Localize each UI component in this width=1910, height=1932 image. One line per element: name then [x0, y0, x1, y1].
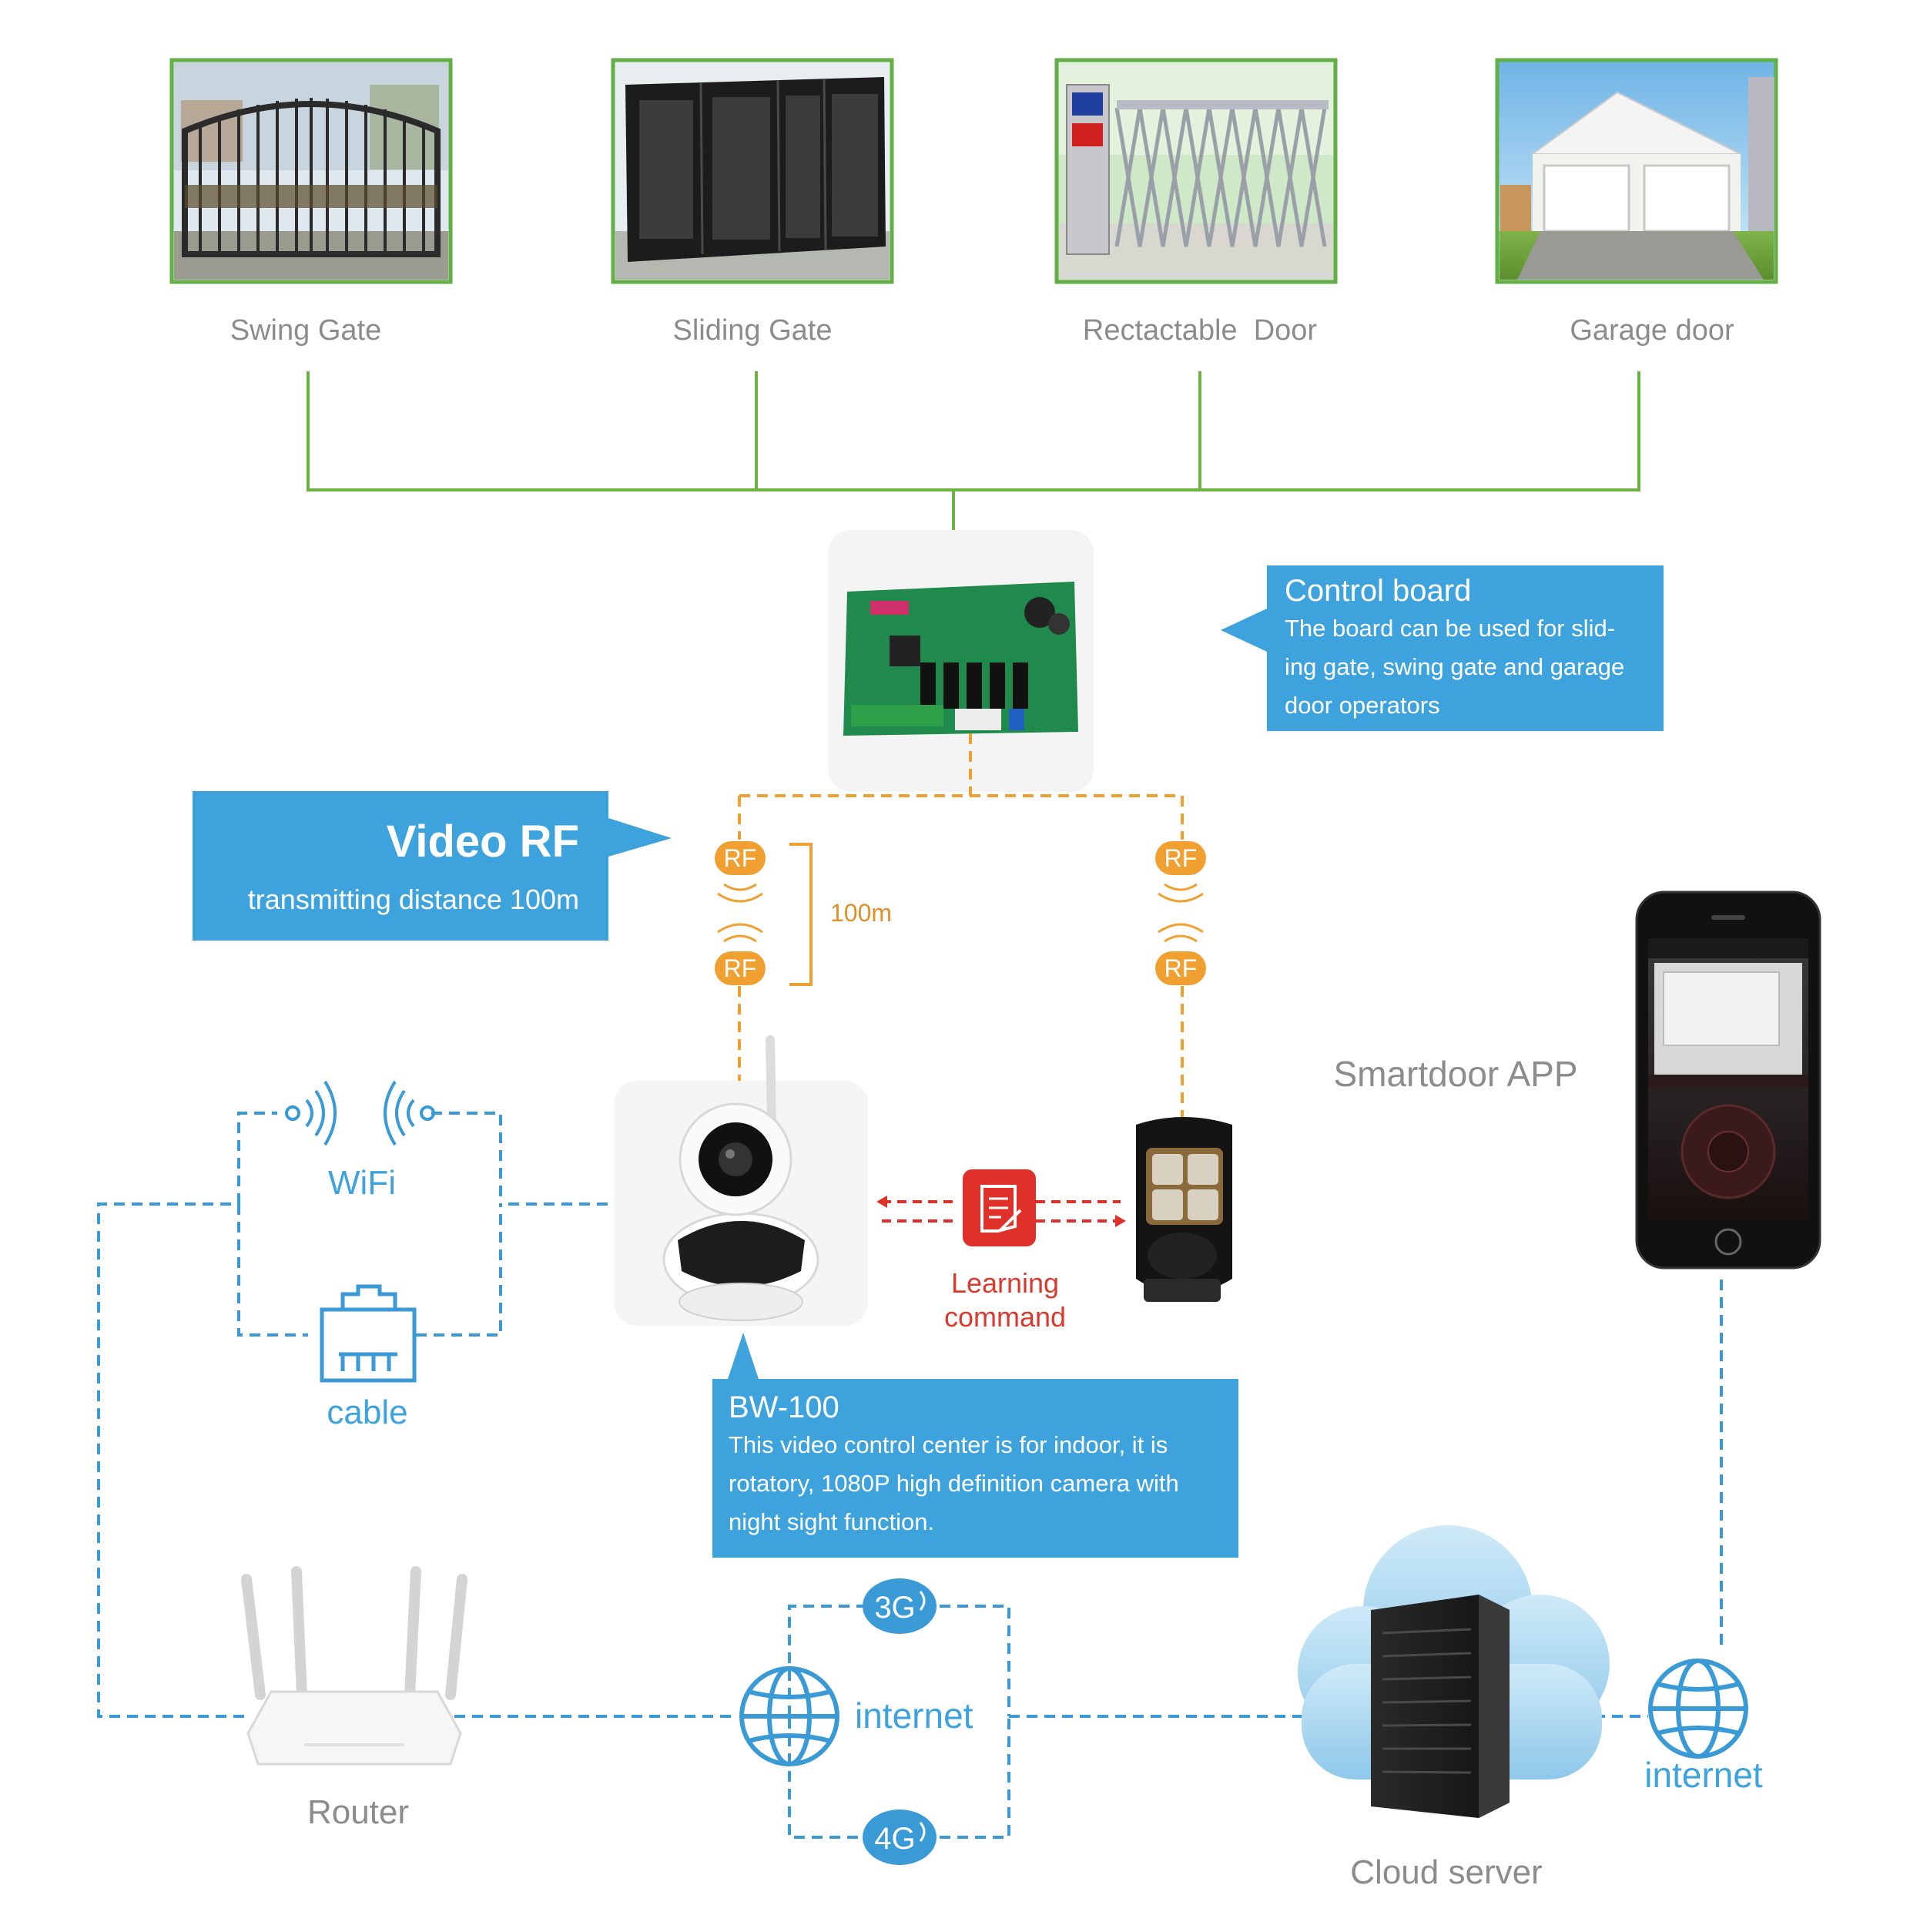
video-rf-subtitle: transmitting distance 100m — [248, 884, 579, 915]
cloud-server-label: Cloud server — [1350, 1853, 1542, 1891]
wifi-signal-icon — [285, 1080, 435, 1146]
cloud-server-image — [1298, 1525, 1610, 1818]
rf-link-lines — [738, 733, 1184, 1117]
camera-image — [614, 1035, 868, 1326]
cable-label: cable — [327, 1394, 407, 1431]
learning-line-2: command — [944, 1301, 1066, 1333]
bw100-desc-line-1: This video control center is for indoor,… — [729, 1431, 1168, 1458]
svg-text:RF: RF — [1164, 844, 1198, 872]
bw100-desc-line-3: night sight function. — [729, 1508, 934, 1535]
learning-command: Learning command — [876, 1169, 1126, 1333]
control-board-desc-line-3: door operators — [1285, 692, 1440, 719]
router-image — [241, 1566, 467, 1766]
garage-door-photo — [1495, 58, 1778, 284]
internet-center-label: internet — [855, 1696, 973, 1736]
control-board-desc-line-2: ing gate, swing gate and garage — [1285, 653, 1624, 680]
distance-label: 100m — [830, 899, 892, 927]
svg-text:RF: RF — [1164, 954, 1198, 982]
video-rf-callout: Video RF transmitting distance 100m — [193, 791, 672, 941]
learning-line-1: Learning — [951, 1267, 1059, 1299]
swing-gate-photo — [169, 58, 453, 284]
gate-label-sliding: Sliding Gate — [672, 314, 832, 347]
connection-lines-left — [97, 1112, 736, 1718]
control-board-desc-line-1: The board can be used for slid- — [1285, 615, 1615, 642]
rf-badge-right-top: RF — [1155, 841, 1206, 875]
svg-text:RF: RF — [724, 954, 757, 982]
internet-right-label: internet — [1644, 1755, 1763, 1795]
control-board-title: Control board — [1285, 574, 1471, 608]
bw100-desc-line-2: rotatory, 1080P high definition camera w… — [729, 1470, 1179, 1497]
globe-icon-center — [739, 1666, 839, 1766]
svg-text:4G: 4G — [874, 1822, 915, 1856]
rf-signal-waves — [717, 883, 1204, 943]
gate-label-retractable: Rectactable Door — [1083, 314, 1317, 347]
retractable-door-photo — [1054, 58, 1338, 284]
badge-4g: 4G — [863, 1810, 937, 1865]
smartdoor-app-label: Smartdoor APP — [1333, 1054, 1577, 1094]
learning-document-icon — [963, 1169, 1036, 1246]
smartphone-image — [1635, 891, 1821, 1270]
bw100-callout: BW-100 This video control center is for … — [712, 1333, 1238, 1558]
badge-3g: 3G — [863, 1578, 937, 1634]
rf-badge-left-top: RF — [715, 841, 766, 875]
router-label: Router — [307, 1793, 409, 1831]
gate-label-garage: Garage door — [1570, 314, 1734, 347]
ethernet-port-icon — [320, 1284, 417, 1383]
control-board-callout: Control board The board can be used for … — [1221, 565, 1664, 731]
distance-bracket: 100m — [789, 843, 892, 986]
svg-text:RF: RF — [724, 844, 757, 872]
globe-icon-right — [1648, 1659, 1748, 1759]
wifi-label: WiFi — [328, 1164, 396, 1202]
remote-control-image — [1136, 1117, 1232, 1302]
bw100-title: BW-100 — [729, 1390, 839, 1424]
sliding-gate-photo — [611, 58, 894, 284]
svg-text:3G: 3G — [874, 1591, 915, 1625]
gate-label-swing: Swing Gate — [230, 314, 381, 347]
control-board-image — [828, 530, 1094, 792]
connection-lines-center — [788, 1279, 1723, 1839]
rf-badge-left-bottom: RF — [715, 951, 766, 985]
rf-badge-right-bottom: RF — [1155, 951, 1206, 985]
video-rf-title: Video RF — [387, 817, 579, 867]
